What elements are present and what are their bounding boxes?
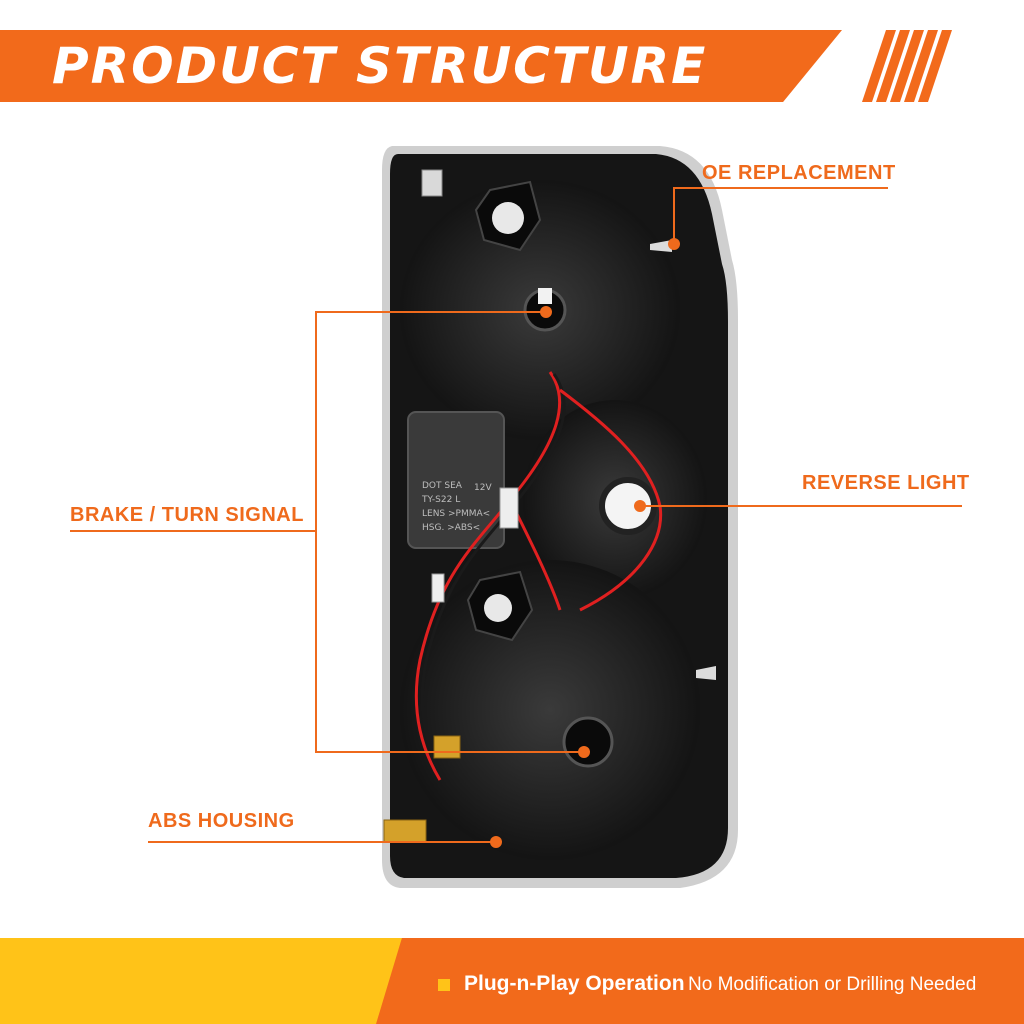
header-banner bbox=[0, 30, 842, 102]
gold-resistor-lower bbox=[383, 819, 427, 843]
wire-connector bbox=[499, 487, 519, 529]
callout-reverse-light: REVERSE LIGHT bbox=[802, 472, 970, 494]
footer-feature-detail: No Modification or Drilling Needed bbox=[688, 974, 977, 995]
tail-light-image: DOT SEA TY-S22 L LENS >PMMA< HSG. >ABS< … bbox=[382, 146, 738, 888]
housing-label-line-2: TY-S22 L bbox=[421, 495, 460, 505]
banner-stripes-decoration bbox=[862, 30, 952, 102]
callout-abs-housing: ABS HOUSING bbox=[148, 810, 295, 832]
reverse-light-socket bbox=[599, 477, 657, 535]
footer-bar bbox=[376, 938, 1024, 1024]
housing-label-line-3: LENS >PMMA< bbox=[422, 509, 490, 519]
page-title: PRODUCT STRUCTURE bbox=[52, 37, 708, 95]
callout-brake-turn-signal: BRAKE / TURN SIGNAL bbox=[70, 504, 304, 526]
mounting-stud-lower bbox=[696, 666, 716, 680]
mounting-stud-upper bbox=[650, 240, 672, 252]
footer-accent-bar bbox=[0, 938, 410, 1024]
mounting-clip-top bbox=[421, 169, 443, 197]
housing-label-line-4: HSG. >ABS< bbox=[422, 523, 480, 533]
wire-connector-small bbox=[431, 573, 445, 603]
voltage-label: 12V bbox=[474, 483, 492, 493]
housing-label-line-1: DOT SEA bbox=[422, 481, 463, 491]
callout-oe-replacement: OE REPLACEMENT bbox=[702, 162, 896, 184]
footer-bullet-icon bbox=[438, 979, 450, 991]
gold-resistor-upper bbox=[433, 735, 461, 759]
lower-brake-socket bbox=[562, 716, 614, 768]
callout-brake-turn-signal-underline bbox=[70, 530, 316, 532]
footer-feature-title: Plug-n-Play Operation bbox=[464, 972, 685, 995]
